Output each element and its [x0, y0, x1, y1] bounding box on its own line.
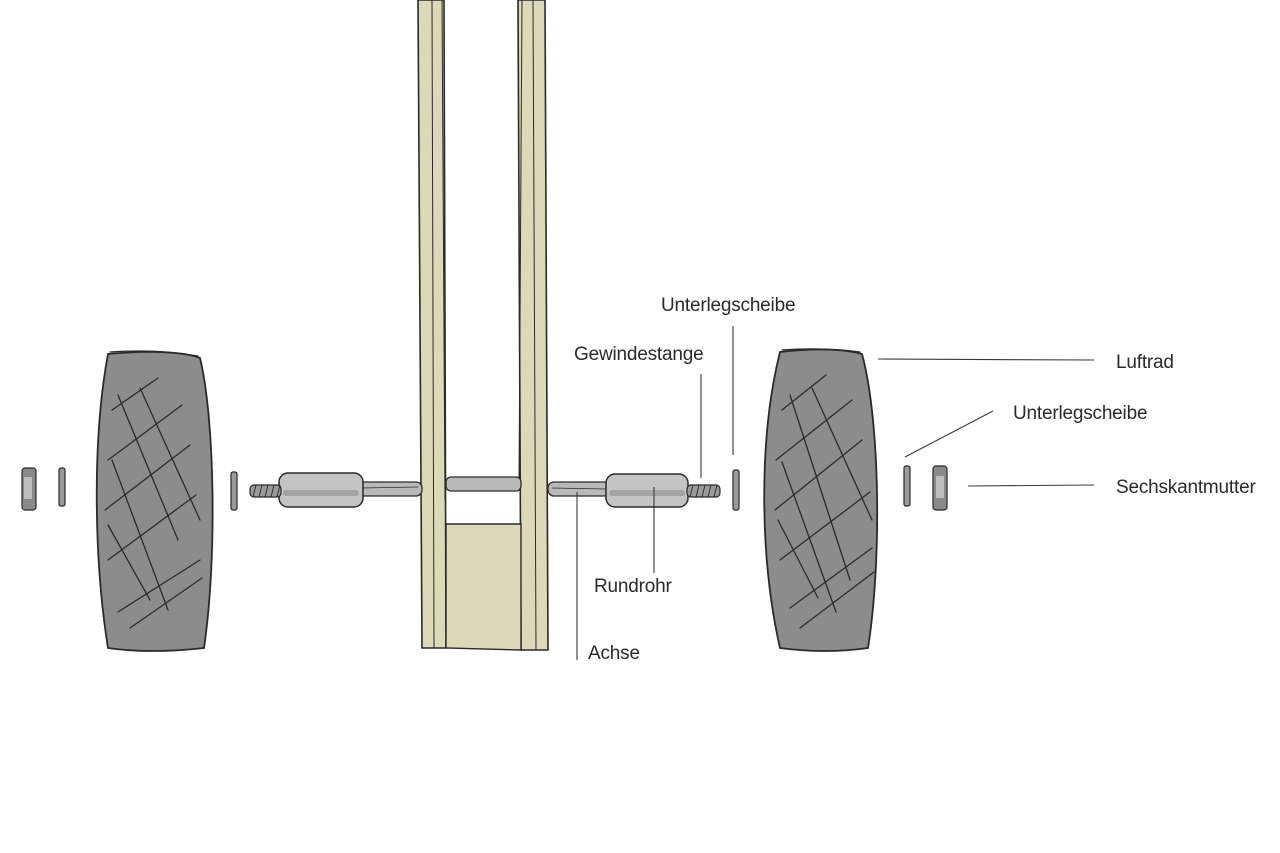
hex-nut-left — [21, 467, 37, 511]
threaded-rod-right — [686, 484, 721, 498]
label-gewindestange: Gewindestange — [574, 344, 703, 365]
washer-left-outer — [58, 467, 66, 507]
label-unterlegscheibe-top: Unterlegscheibe — [661, 295, 795, 316]
frame-base-plate — [445, 523, 522, 651]
wheel-left — [95, 350, 214, 652]
label-luftrad: Luftrad — [1116, 352, 1174, 373]
label-achse: Achse — [588, 643, 640, 664]
labels: Unterlegscheibe Gewindestange Luftrad Un… — [574, 295, 1257, 664]
wooden-frame — [417, 0, 549, 651]
frame-right-upright — [517, 0, 549, 651]
round-tube-right — [605, 473, 689, 508]
round-tube-left — [278, 472, 364, 508]
leader-unterlegscheibe-right — [904, 410, 994, 458]
axle-rod — [354, 476, 611, 497]
hex-nut-right — [932, 465, 948, 511]
label-rundrohr: Rundrohr — [594, 576, 672, 597]
leader-lines — [576, 326, 1095, 660]
washer-right-inner — [732, 469, 740, 511]
wheel-right — [763, 348, 879, 652]
washer-left-inner — [230, 471, 238, 511]
leader-luftrad — [877, 358, 1095, 361]
label-sechskantmutter: Sechskantmutter — [1116, 477, 1256, 498]
threaded-rod-left — [249, 484, 282, 498]
label-unterlegscheibe-right: Unterlegscheibe — [1013, 403, 1147, 424]
washer-right-outer — [903, 465, 911, 507]
leader-sechskantmutter — [967, 484, 1095, 487]
